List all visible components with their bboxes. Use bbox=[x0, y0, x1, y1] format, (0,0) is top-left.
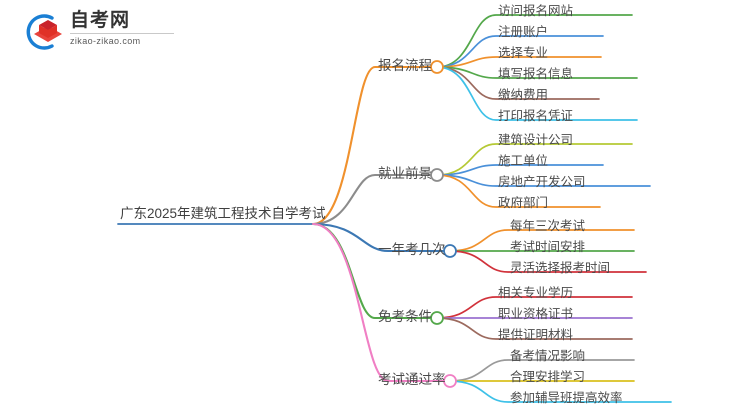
leaf-label-3-3[interactable]: 灵活选择报考时间 bbox=[510, 261, 611, 275]
connector-line bbox=[449, 250, 647, 273]
branch-label-2[interactable]: 就业前景 bbox=[378, 166, 432, 181]
leaf-label-4-1[interactable]: 相关专业学历 bbox=[498, 286, 574, 300]
leaf-label-2-3[interactable]: 房地产开发公司 bbox=[498, 175, 586, 189]
logo-text-block: 自考网 zikao-zikao.com bbox=[70, 10, 182, 46]
leaf-label-5-1[interactable]: 备考情况影响 bbox=[510, 349, 586, 363]
branch-label-4[interactable]: 免考条件 bbox=[378, 309, 432, 324]
root-topic-label[interactable]: 广东2025年建筑工程技术自学考试 bbox=[120, 206, 326, 221]
leaf-label-1-3[interactable]: 选择专业 bbox=[498, 46, 549, 60]
branch-node-3[interactable] bbox=[443, 244, 457, 258]
connector-line bbox=[436, 317, 633, 340]
leaf-label-1-1[interactable]: 访问报名网站 bbox=[498, 4, 574, 18]
leaf-label-2-2[interactable]: 施工单位 bbox=[498, 154, 549, 168]
branch-node-5[interactable] bbox=[443, 374, 457, 388]
leaf-label-2-1[interactable]: 建筑设计公司 bbox=[498, 133, 574, 147]
leaf-label-1-5[interactable]: 缴纳费用 bbox=[498, 88, 549, 102]
edge-layer bbox=[117, 14, 672, 403]
connector-line bbox=[436, 14, 633, 68]
connector-line bbox=[436, 66, 638, 121]
leaf-label-2-4[interactable]: 政府部门 bbox=[498, 196, 549, 210]
leaf-label-4-2[interactable]: 职业资格证书 bbox=[498, 307, 574, 321]
branch-node-4[interactable] bbox=[430, 311, 444, 325]
leaf-label-1-6[interactable]: 打印报名凭证 bbox=[498, 109, 574, 123]
graduation-cap-logo-icon bbox=[26, 14, 62, 50]
connector-line bbox=[436, 143, 633, 176]
leaf-label-5-2[interactable]: 合理安排学习 bbox=[510, 370, 586, 384]
logo-title: 自考网 bbox=[70, 10, 131, 31]
connector-line bbox=[449, 380, 672, 403]
connector-line bbox=[311, 222, 439, 320]
leaf-label-3-2[interactable]: 考试时间安排 bbox=[510, 240, 586, 254]
node-layer bbox=[430, 60, 457, 388]
connector-line bbox=[311, 65, 439, 226]
logo-divider bbox=[70, 33, 174, 34]
connector-line bbox=[436, 174, 601, 208]
connector-line bbox=[436, 35, 604, 68]
leaf-label-3-1[interactable]: 每年三次考试 bbox=[510, 219, 586, 233]
leaf-label-1-2[interactable]: 注册账户 bbox=[498, 25, 549, 39]
logo-subtitle: zikao-zikao.com bbox=[70, 36, 141, 46]
leaf-label-5-3[interactable]: 参加辅导班提高效率 bbox=[510, 391, 623, 405]
branch-label-5[interactable]: 考试通过率 bbox=[378, 372, 446, 387]
connector-line bbox=[311, 173, 439, 226]
branch-node-1[interactable] bbox=[430, 60, 444, 74]
branch-label-1[interactable]: 报名流程 bbox=[378, 58, 432, 73]
branch-node-2[interactable] bbox=[430, 168, 444, 182]
site-logo: 自考网 zikao-zikao.com bbox=[22, 8, 182, 56]
connector-line bbox=[436, 296, 633, 319]
connector-line bbox=[311, 222, 452, 383]
branch-label-3[interactable]: 一年考几次 bbox=[378, 242, 446, 257]
leaf-label-1-4[interactable]: 填写报名信息 bbox=[498, 67, 574, 81]
connector-line bbox=[311, 222, 452, 253]
leaf-label-4-3[interactable]: 提供证明材料 bbox=[498, 328, 574, 342]
